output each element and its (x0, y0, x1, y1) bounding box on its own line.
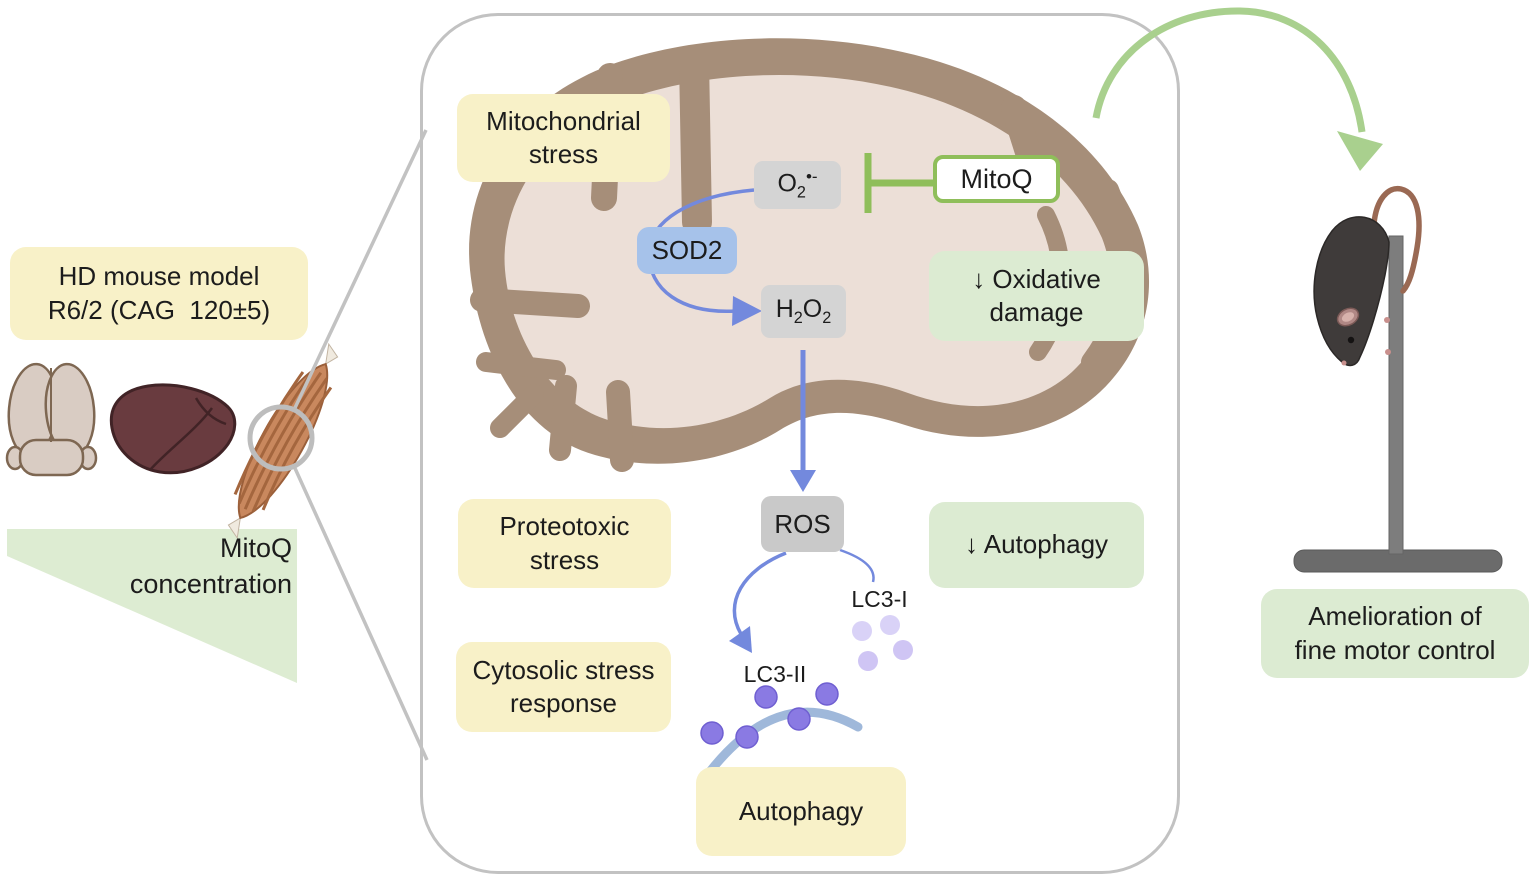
magnifier-circle-icon (247, 404, 315, 472)
mitochondrial-stress-box: Mitochondrial stress (457, 94, 670, 182)
lc3-i-label: LC3-I (851, 585, 908, 612)
proteotoxic-stress-box: Proteotoxic stress (458, 499, 671, 588)
mitochondrial-stress-label: Mitochondrial stress (486, 105, 641, 169)
amelioration-box: Amelioration of fine motor control (1261, 589, 1529, 678)
amelioration-label: Amelioration of fine motor control (1294, 601, 1496, 665)
mouse-tail (1371, 185, 1422, 294)
autophagy-label: Autophagy (738, 796, 864, 826)
cytosolic-stress-box: Cytosolic stress response (456, 642, 671, 732)
mouse-eye (1347, 336, 1355, 344)
mitoq-concentration-wedge (7, 529, 297, 683)
sod2-label: SOD2 (651, 235, 723, 265)
h2o2-to-ros-arrow-icon (790, 350, 816, 492)
inhibition-bar-icon (864, 153, 934, 213)
mitoq-label: MitoQ (960, 163, 1033, 194)
ros-to-lc3i-curve-icon (839, 548, 875, 583)
oxidative-damage-box: ↓ Oxidative damage (929, 251, 1144, 341)
autophagy-box: Autophagy (696, 767, 906, 856)
oxidative-damage-label: ↓ Oxidative damage (972, 263, 1101, 327)
h2o2-label: H2O2 (775, 295, 832, 327)
ros-to-lc3ii-arrow-icon (729, 551, 787, 653)
muscle-icon (227, 342, 339, 540)
lc3-ii-label: LC3-II (743, 660, 807, 687)
mitoq-concentration-label: MitoQ concentration (129, 533, 292, 599)
callout-line-bottom (292, 465, 429, 761)
pole (1388, 235, 1404, 555)
superoxide-box: O2•- (754, 161, 841, 209)
autophagy-down-box: ↓ Autophagy (929, 502, 1144, 588)
autophagy-down-label: ↓ Autophagy (964, 529, 1109, 560)
ros-box: ROS (761, 496, 844, 552)
lc3i-dots (852, 615, 913, 671)
superoxide-label: O2•- (777, 167, 818, 202)
lc3ii-dots (700, 682, 839, 749)
mouse-on-pole-illustration (1293, 185, 1503, 573)
proteotoxic-stress-label: Proteotoxic stress (499, 511, 630, 575)
improvement-arrow-icon (1092, 7, 1383, 171)
hd-mouse-model-label: HD mouse model R6/2 (CAG 120±5) (47, 261, 271, 325)
cytosolic-stress-label: Cytosolic stress response (472, 654, 655, 718)
h2o2-box: H2O2 (761, 285, 846, 338)
ros-label: ROS (774, 508, 831, 539)
hd-mouse-model-box: HD mouse model R6/2 (CAG 120±5) (10, 247, 308, 340)
mouse-nose (1341, 360, 1347, 366)
callout-line-top (292, 129, 428, 411)
mitoq-box: MitoQ (933, 155, 1060, 203)
autophagosome-membrane-arc (697, 707, 863, 787)
sod2-box: SOD2 (637, 227, 737, 274)
liver-icon (109, 383, 237, 475)
brain-icon (5, 362, 98, 477)
